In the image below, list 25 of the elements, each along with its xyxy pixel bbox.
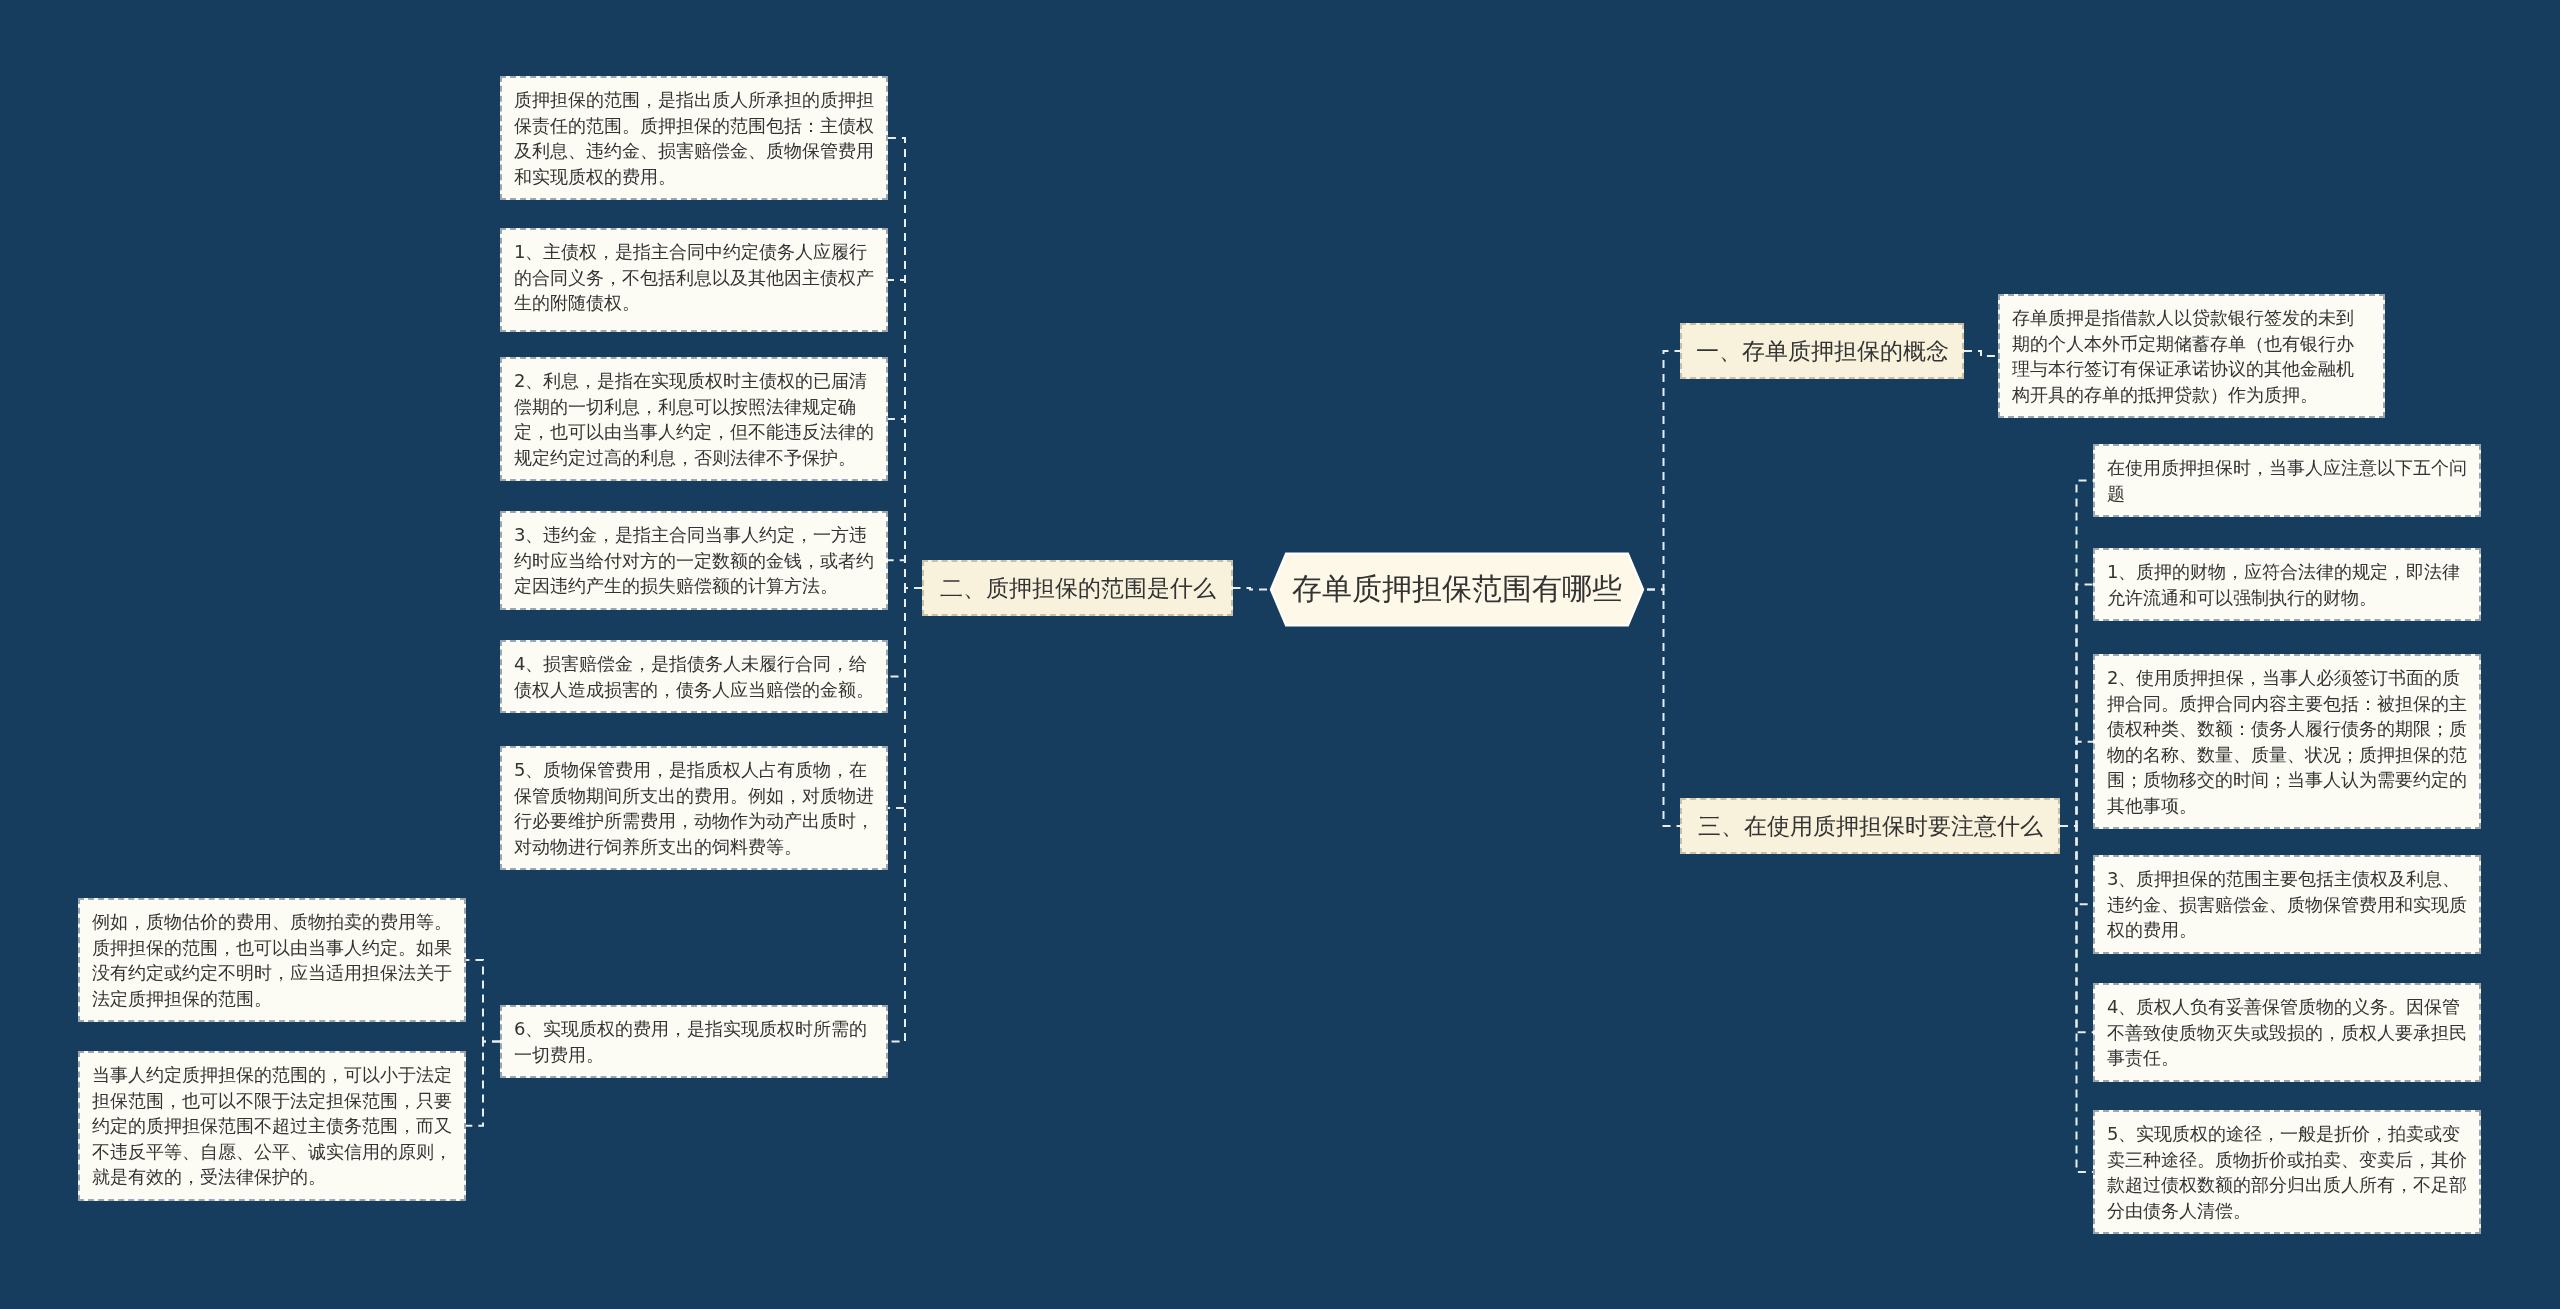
connector-line — [465, 1040, 501, 1127]
branch-topic: 三、在使用质押担保时要注意什么 — [1680, 798, 2060, 854]
note-card: 例如，质物估价的费用、质物拍卖的费用等。质押担保的范围，也可以由当事人约定。如果没有约定或约定不明时，应当适用担保法关于法定质押担保的范围。 — [78, 898, 466, 1023]
note-card: 2、利息，是指在实现质权时主债权的已届清偿期的一切利息，利息可以按照法律规定确定，也可以由当事人约定，但不能违反法律的规定约定过高的利息，否则法律不予保护。 — [500, 357, 888, 482]
note-card: 当事人约定质押担保的范围的，可以小于法定担保范围，也可以不限于法定担保范围，只要约定的质押担保范围不超过主债务范围，而又不违反平等、自愿、公平、诚实信用的原则，就是有效的，受法律保护的。 — [78, 1051, 466, 1201]
note-card: 1、质押的财物，应符合法律的规定，即法律允许流通和可以强制执行的财物。 — [2093, 548, 2481, 622]
note-card: 5、质物保管费用，是指质权人占有质物，在保管质物期间所支出的费用。例如，对质物进行必要维护所需费用，动物作为动产出质时，对动物进行饲养所支出的饲料费等。 — [500, 746, 888, 871]
note-card: 在使用质押担保时，当事人应注意以下五个问题 — [2093, 444, 2481, 518]
note-card: 3、违约金，是指主合同当事人约定，一方违约时应当给付对方的一定数额的金钱，或者约定因违约产生的损失赔偿额的计算方法。 — [500, 511, 888, 610]
note-card: 2、使用质押担保，当事人必须签订书面的质押合同。质押合同内容主要包括：被担保的主债权种类、数额：债务人履行债务的期限；质物的名称、数量、质量、状况；质押担保的范围；质物移交的时间；当事人认为需要约定的其他事项。 — [2093, 654, 2481, 830]
branch-topic: 一、存单质押担保的概念 — [1680, 323, 1964, 379]
note-card: 质押担保的范围，是指出质人所承担的质押担保责任的范围。质押担保的范围包括：主债权及利息、违约金、损害赔偿金、质物保管费用和实现质权的费用。 — [500, 76, 888, 201]
connector-line — [1232, 587, 1268, 591]
note-card: 5、实现质权的途径，一般是折价，拍卖或变卖三种途径。质物折价或拍卖、变卖后，其价款超过债权数额的部分归出质人所有，不足部分由债务人清偿。 — [2093, 1110, 2481, 1235]
topic-hexagon — [1267, 552, 1647, 627]
note-card: 6、实现质权的费用，是指实现质权时所需的一切费用。 — [500, 1005, 888, 1079]
note-card: 4、质权人负有妥善保管质物的义务。因保管不善致使质物灭失或毁损的，质权人要承担民事责任。 — [2093, 983, 2481, 1082]
connector-line — [2059, 825, 2094, 1174]
connector-line — [1646, 588, 1681, 827]
note-card: 3、质押担保的范围主要包括主债权及利息、违约金、损害赔偿金、质物保管费用和实现质权的费用。 — [2093, 855, 2481, 954]
branch-topic: 二、质押担保的范围是什么 — [922, 560, 1233, 616]
note-card: 1、主债权，是指主合同中约定债务人应履行的合同义务，不包括利息以及其他因主债权产生的附随债权。 — [500, 228, 888, 332]
note-card: 存单质押是指借款人以贷款银行签发的未到期的个人本外币定期储蓄存单（也有银行办理与本行签订有保证承诺协议的其他金融机构开具的存单的抵押贷款）作为质押。 — [1998, 294, 2385, 419]
topic-title: 存单质押担保范围有哪些 — [1292, 570, 1622, 608]
note-card: 4、损害赔偿金，是指债务人未履行合同，给债权人造成损害的，债务人应当赔偿的金额。 — [500, 640, 888, 714]
